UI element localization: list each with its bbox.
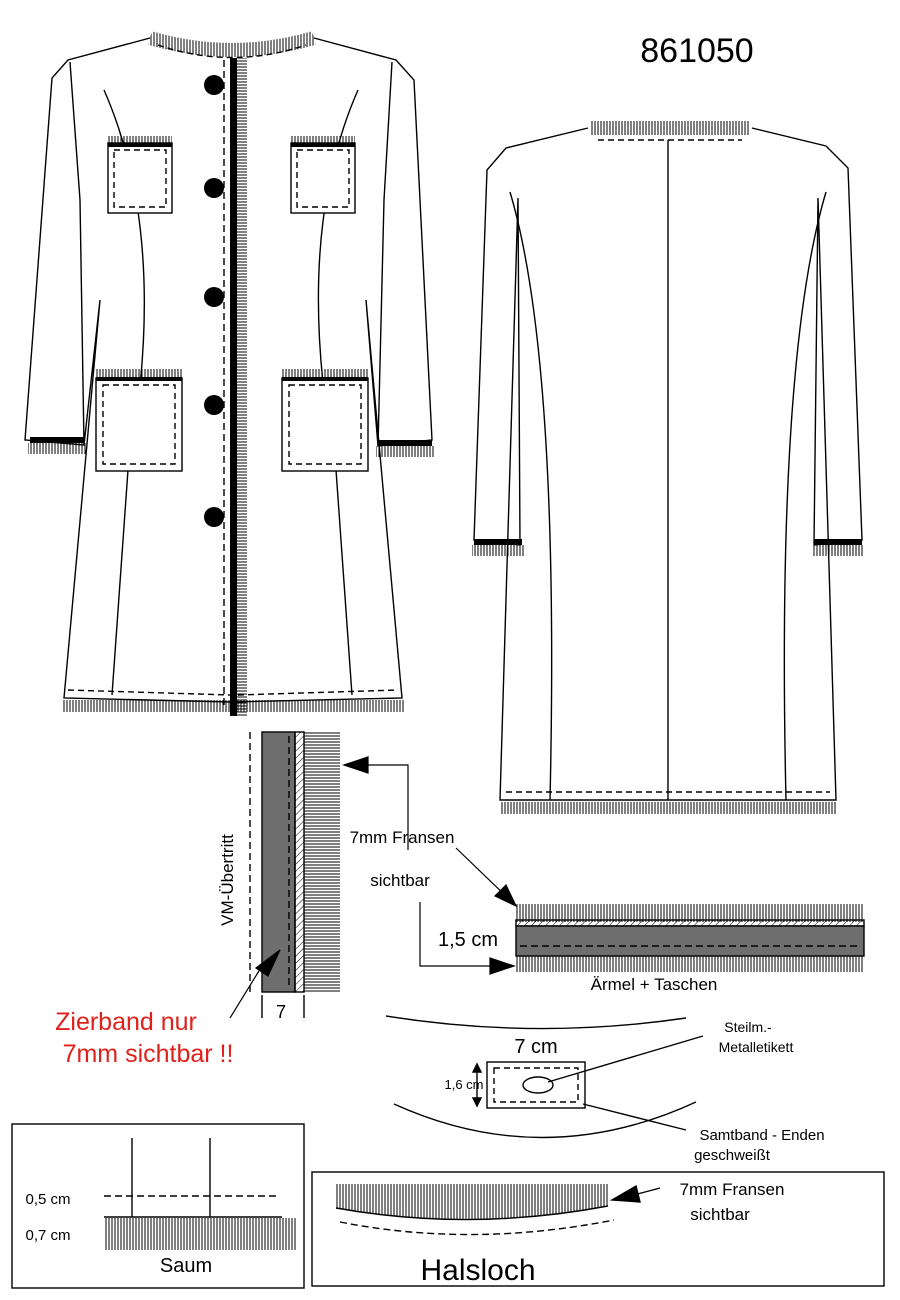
label-aermel-taschen: Ärmel + Taschen <box>591 975 718 994</box>
front-left-sleeve-seam <box>69 61 85 446</box>
label-fransen-7mm: 7mm Fransen <box>350 828 455 847</box>
halsloch-detail <box>311 1171 885 1287</box>
saum-detail <box>11 1123 305 1289</box>
label-samtband-2: geschweißt <box>694 1147 771 1164</box>
back-hem-fringe <box>500 802 836 814</box>
back-right-panel-seam <box>783 191 827 801</box>
button-3 <box>204 287 224 307</box>
front-right-cuff <box>376 440 434 457</box>
label-detail <box>385 1015 704 1139</box>
button-4 <box>204 395 224 415</box>
label-steilm-1: Steilm.- <box>724 1019 772 1035</box>
chest-pocket-right <box>290 136 356 214</box>
back-left-panel-seam <box>509 191 553 801</box>
label-steilm-2: Metalletikett <box>719 1039 794 1055</box>
back-view <box>472 121 864 814</box>
label-dim-1-6: 1,6 cm <box>444 1077 483 1092</box>
label-samtband-1: Samtband - Enden <box>699 1127 824 1144</box>
front-placket-band <box>230 58 237 716</box>
front-view <box>24 31 434 716</box>
label-saum-07: 0,7 cm <box>25 1227 70 1244</box>
front-neckline-fringe <box>148 31 316 57</box>
label-saum-05: 0,5 cm <box>25 1191 70 1208</box>
hip-pocket-left <box>95 369 183 472</box>
warning-zierband-2: 7mm sichtbar !! <box>63 1040 234 1068</box>
button-5 <box>204 507 224 527</box>
chest-pocket-left <box>107 136 173 214</box>
label-halsloch: Halsloch <box>420 1254 535 1287</box>
front-placket-fringe <box>237 58 247 716</box>
front-right-sleeve-seam <box>377 61 393 447</box>
style-number: 861050 <box>640 32 753 70</box>
front-hem-stitch-left <box>67 689 231 696</box>
label-dim-7cm: 7 cm <box>514 1036 557 1058</box>
front-hem-stitch-right <box>237 689 399 696</box>
label-sichtbar: sichtbar <box>370 871 430 890</box>
front-left-cuff <box>28 437 86 454</box>
button-1 <box>204 75 224 95</box>
placket-detail <box>249 731 340 1018</box>
label-width-1-5: 1,5 cm <box>438 929 498 951</box>
back-right-cuff <box>812 539 864 556</box>
label-dim-7: 7 <box>276 1002 286 1022</box>
label-halsloch-sichtbar: sichtbar <box>690 1205 750 1224</box>
sleeve-band-detail <box>515 904 865 972</box>
hip-pocket-right <box>281 369 369 472</box>
warning-zierband-1: Zierband nur <box>55 1008 197 1036</box>
label-halsloch-fransen: 7mm Fransen <box>680 1180 785 1199</box>
label-vm-uebertritt: VM-Übertritt <box>218 834 237 926</box>
arrows <box>229 756 518 1019</box>
label-saum: Saum <box>160 1255 212 1277</box>
back-left-cuff <box>472 539 524 556</box>
front-neckline-stitch <box>157 44 307 59</box>
button-2 <box>204 178 224 198</box>
